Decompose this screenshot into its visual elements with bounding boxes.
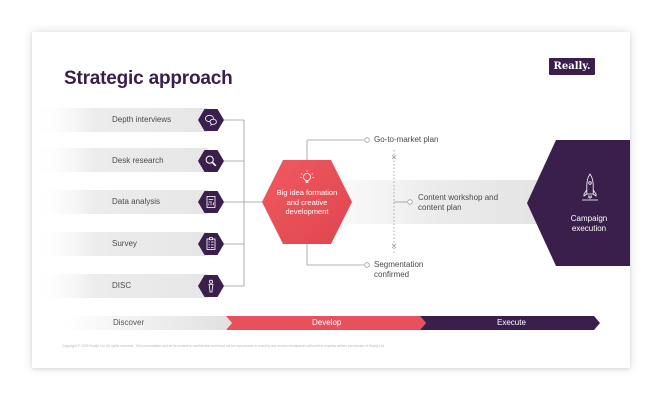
central-hub (262, 160, 352, 244)
method-bands (32, 108, 212, 298)
copyright-footer: Copyright © 2019 Really Ltd. All rights … (62, 344, 386, 348)
phase-label-execute: Execute (497, 318, 526, 327)
rocket-icon (582, 173, 598, 201)
label-desk-research: Desk research (112, 156, 164, 165)
phase-develop (226, 316, 426, 330)
clipboard-checklist-icon (206, 237, 216, 250)
label-survey: Survey (112, 239, 137, 248)
content-band (330, 180, 545, 224)
phase-execute (420, 316, 600, 330)
phase-label-develop: Develop (312, 318, 342, 327)
really-logo: Really. (549, 58, 595, 75)
branch-go-to-market: Go-to-market plan (374, 135, 439, 144)
band-desk-research (32, 148, 212, 172)
branch-content-workshop: Content workshop and content plan (418, 193, 499, 212)
branch-segmentation: Segmentation confirmed (374, 260, 424, 279)
page-title: Strategic approach (64, 68, 233, 89)
label-depth-interviews: Depth interviews (112, 115, 172, 124)
outcome-shape (527, 140, 630, 266)
magnifier-icon (205, 155, 217, 167)
band-survey (32, 232, 212, 256)
band-data-analysis (32, 190, 212, 214)
connector-lines (224, 119, 407, 287)
label-data-analysis: Data analysis (112, 197, 161, 206)
link-markers (391, 154, 397, 249)
lightbulb-icon (300, 170, 314, 183)
outcome-label: Campaign execution (570, 214, 608, 233)
method-hexagons (198, 109, 224, 297)
person-icon (208, 279, 214, 293)
band-disc (32, 274, 212, 298)
band-depth-interviews (32, 108, 212, 132)
chat-bubbles-icon (205, 114, 217, 127)
phase-timeline (64, 316, 600, 330)
document-chart-icon (206, 196, 216, 208)
hub-label: Big idea formation and creative developm… (276, 188, 338, 216)
phase-discover (64, 316, 232, 330)
label-disc: DISC (112, 281, 132, 290)
connector-dots (364, 137, 413, 268)
phase-label-discover: Discover (113, 318, 145, 327)
